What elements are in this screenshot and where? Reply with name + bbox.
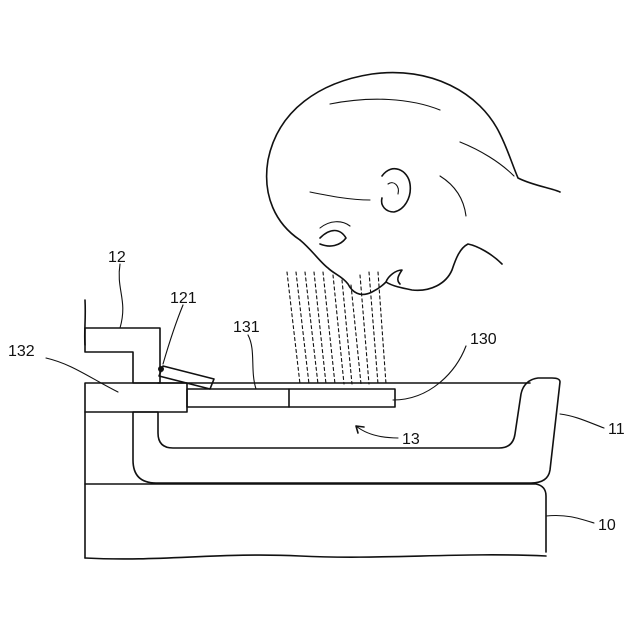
bar-132 bbox=[85, 383, 187, 412]
leader-131 bbox=[248, 335, 256, 389]
frame-12-top bbox=[85, 328, 160, 383]
base-10 bbox=[85, 484, 546, 559]
plate-131-130 bbox=[187, 389, 395, 407]
leader-10 bbox=[546, 515, 594, 523]
leader-132 bbox=[46, 358, 118, 392]
user-head bbox=[267, 73, 560, 295]
leader-121 bbox=[163, 305, 183, 364]
label-13: 13 bbox=[402, 431, 420, 448]
tub-11 bbox=[133, 378, 560, 483]
leader-11 bbox=[560, 414, 604, 428]
label-131: 131 bbox=[233, 319, 260, 336]
label-132: 132 bbox=[8, 343, 35, 360]
leader-130 bbox=[393, 346, 466, 400]
leader-12 bbox=[119, 264, 123, 328]
label-10: 10 bbox=[598, 517, 616, 534]
component-121 bbox=[158, 366, 214, 389]
label-12: 12 bbox=[108, 249, 126, 266]
arrow-13 bbox=[356, 426, 398, 438]
label-11: 11 bbox=[608, 421, 625, 438]
mist-spray bbox=[287, 272, 386, 384]
label-130: 130 bbox=[470, 331, 497, 348]
label-121: 121 bbox=[170, 290, 197, 307]
